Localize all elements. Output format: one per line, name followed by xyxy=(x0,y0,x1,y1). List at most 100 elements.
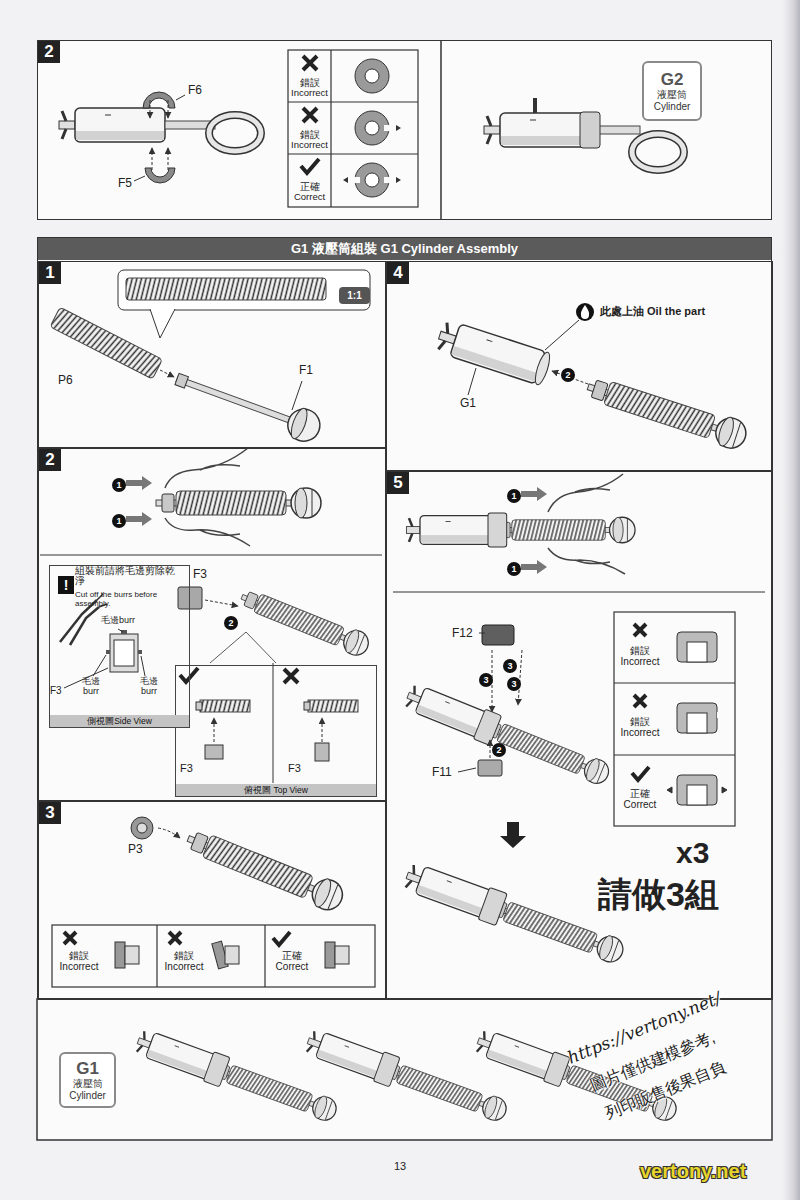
label-holder: 錯誤 Incorrect xyxy=(288,78,331,99)
step-number: 2 xyxy=(38,41,60,63)
page-illustration xyxy=(205,600,238,606)
label-holder: F3 xyxy=(180,762,193,774)
page-illustration xyxy=(458,768,476,772)
part-group-label: Cylinder xyxy=(69,1090,106,1102)
check-mark xyxy=(180,668,198,682)
label-holder: 此處上油 Oil the part xyxy=(600,305,705,317)
cylinder-drawing xyxy=(533,98,537,113)
view-caption: 俯視圖 Top View xyxy=(176,784,376,796)
clip-icon xyxy=(677,632,717,662)
table-cell: 正確 Correct xyxy=(269,950,315,972)
part-icon xyxy=(335,946,349,964)
part-label: F3 xyxy=(180,762,193,774)
part-top-view xyxy=(196,702,202,710)
ring-icon xyxy=(365,121,379,135)
note-text: 組裝前請將毛邊剪除乾淨 xyxy=(75,566,175,587)
cylinder-drawing xyxy=(134,176,145,181)
spring-drawing xyxy=(50,307,162,379)
page-illustration xyxy=(468,368,476,395)
ring-icon xyxy=(343,59,401,197)
label-holder: F3 xyxy=(50,685,62,696)
cylinder-drawing xyxy=(209,115,261,151)
part-icon xyxy=(115,942,125,968)
part-top-view xyxy=(315,743,329,761)
part-group-box: G1液壓筒Cylinder xyxy=(59,1052,116,1108)
callout-circle: 2 xyxy=(561,368,575,382)
label-holder: P3 xyxy=(128,843,143,856)
part-group-label: Cylinder xyxy=(654,101,691,113)
page-illustration xyxy=(237,585,372,658)
check-table xyxy=(52,925,375,987)
page-illustration xyxy=(406,513,635,547)
table-cell: 錯誤 Incorrect xyxy=(617,716,663,738)
ring-icon xyxy=(365,173,379,187)
ring-icon xyxy=(384,125,391,131)
page-illustration xyxy=(401,859,627,969)
ring-icon xyxy=(396,125,401,131)
step-panel: 211側視圖Side View!2俯視圖 Top View xyxy=(38,448,386,801)
watermark: vertony.net xyxy=(640,1160,746,1182)
label-holder: G1 xyxy=(460,397,476,410)
page-illustration xyxy=(490,740,491,758)
label-holder: 毛邊 burr xyxy=(78,677,104,697)
part-side-view xyxy=(121,630,127,634)
section-title: G1 液壓筒組裝 G1 Cylinder Assembly xyxy=(38,238,771,260)
label-holder: 正確 Correct xyxy=(617,788,663,810)
part-top-view xyxy=(304,700,358,761)
page-illustration xyxy=(545,320,579,350)
label-holder: 正確 Correct xyxy=(269,950,315,972)
warning-mark: ! xyxy=(64,576,69,594)
cylinder-drawing xyxy=(176,95,185,100)
page-illustration xyxy=(156,488,321,518)
page-illustration xyxy=(292,381,302,410)
check-table xyxy=(614,754,735,755)
page-illustration xyxy=(158,828,180,838)
step-number: 1 xyxy=(39,262,61,284)
clip-icon xyxy=(667,632,727,805)
callout-number: 1 xyxy=(511,489,516,503)
warning-box: ! xyxy=(58,576,74,594)
part-group-label: 液壓筒 xyxy=(657,89,687,101)
scale-badge: 1:1 xyxy=(339,287,370,304)
page-illustration xyxy=(584,372,750,452)
ring-icon xyxy=(343,177,401,183)
part-icon xyxy=(325,942,335,968)
step-number: 3 xyxy=(39,802,61,824)
part-icon xyxy=(115,941,349,969)
part-top-view xyxy=(214,718,215,742)
cylinder-drawing xyxy=(580,112,600,148)
part-label: F3 xyxy=(288,762,301,774)
ring-icon xyxy=(384,177,391,183)
callout-number: 2 xyxy=(565,368,570,382)
table-cell: 錯誤 Incorrect xyxy=(617,645,663,667)
hand-drawing xyxy=(165,448,248,488)
callout-number: 2 xyxy=(228,616,233,630)
cylinder-drawing xyxy=(168,100,169,118)
label-holder: 錯誤 Incorrect xyxy=(617,716,663,738)
cross-mark xyxy=(284,669,298,683)
callout-number: 1 xyxy=(511,562,516,576)
part-top-view xyxy=(205,745,223,759)
check-mark xyxy=(301,159,319,173)
label-holder: 毛邊 burr xyxy=(136,677,162,697)
label-holder: F12 xyxy=(452,627,473,640)
check-table xyxy=(614,682,735,683)
part-label: P3 xyxy=(128,843,143,856)
check-table xyxy=(288,153,418,154)
repeat-note: 請做3組 xyxy=(598,876,719,913)
page-illustration xyxy=(479,633,485,634)
rod-drawing xyxy=(176,376,296,424)
note-text: Cut off the burrs before assembly. xyxy=(75,591,179,609)
part-label: G1 xyxy=(460,397,476,410)
label-holder: F5 xyxy=(118,177,132,190)
note-text: 此處上油 Oil the part xyxy=(600,305,705,317)
label-holder: P6 xyxy=(58,374,73,387)
label-holder: 正確 Correct xyxy=(288,182,331,203)
scale-text: 1:1 xyxy=(347,290,361,301)
step-number: 2 xyxy=(39,449,61,471)
part-label: F6 xyxy=(188,84,202,97)
hand-drawing xyxy=(548,548,625,574)
check-table xyxy=(614,612,735,826)
callout-circle: 2 xyxy=(492,743,506,757)
